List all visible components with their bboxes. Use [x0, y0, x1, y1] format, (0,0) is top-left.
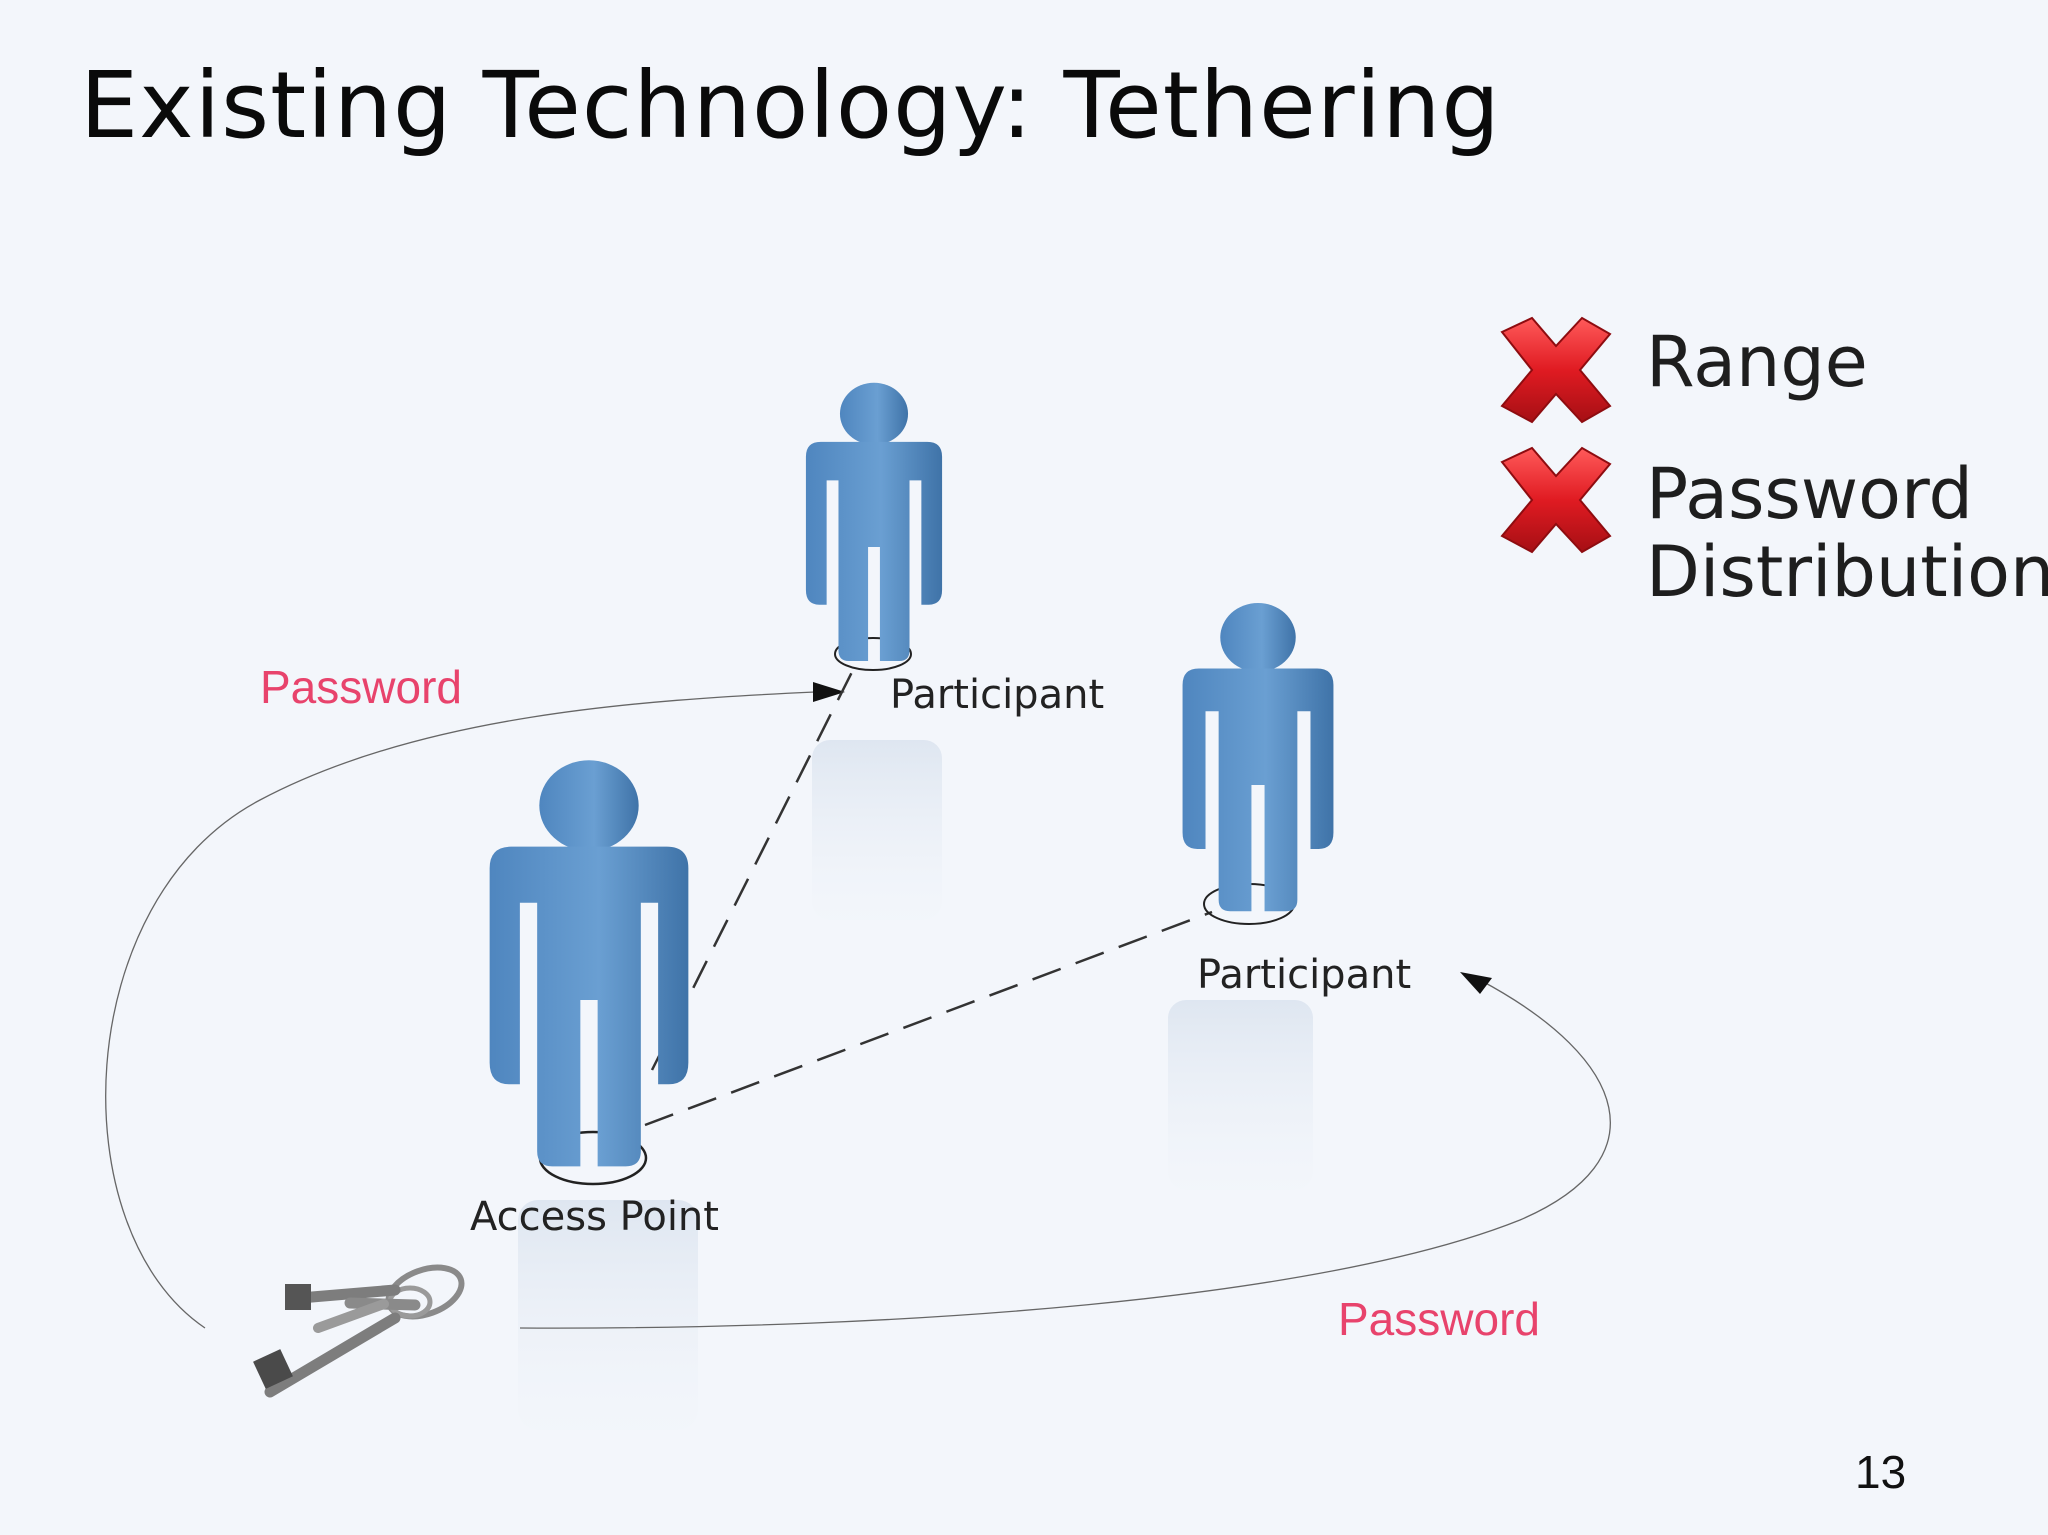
arrowhead-top: [813, 682, 845, 702]
arrowhead-bottom: [1460, 972, 1492, 994]
participant-1-figure: [805, 382, 943, 661]
drawback-range-text: Range: [1646, 321, 1868, 403]
participant-2-figure: [1182, 602, 1334, 912]
participant-2-reflection: [1168, 1000, 1313, 1190]
participant-1-reflection: [812, 740, 942, 920]
slide-title: Existing Technology: Tethering: [80, 52, 1501, 159]
password-label-bottom: Password: [1338, 1293, 1540, 1345]
access-point-reflection: [518, 1200, 698, 1430]
keys-icon: [253, 1264, 465, 1398]
password-arc-bottom: [519, 979, 1611, 1329]
red-x-icon: [1500, 316, 1612, 424]
drawback-item-password-distribution: Password Distribution: [1500, 446, 2048, 613]
drawback-distribution-text: Distribution: [1646, 531, 2048, 613]
drawback-password-text: Password: [1646, 453, 1973, 535]
access-point-figure: [489, 760, 689, 1167]
password-arc-top: [105, 691, 816, 1329]
access-point-label: Access Point: [470, 1194, 719, 1240]
participant-1-ring: [834, 637, 912, 671]
page-number: 13: [1855, 1446, 1907, 1498]
participant-2-label: Participant: [1197, 952, 1411, 998]
participant-1-label: Participant: [890, 672, 1104, 718]
red-x-icon: [1500, 446, 1612, 554]
tether-link-1: [650, 659, 860, 1071]
password-label-top: Password: [260, 661, 462, 713]
tether-link-2: [644, 910, 1213, 1127]
drawback-item-range: Range: [1500, 316, 1868, 424]
